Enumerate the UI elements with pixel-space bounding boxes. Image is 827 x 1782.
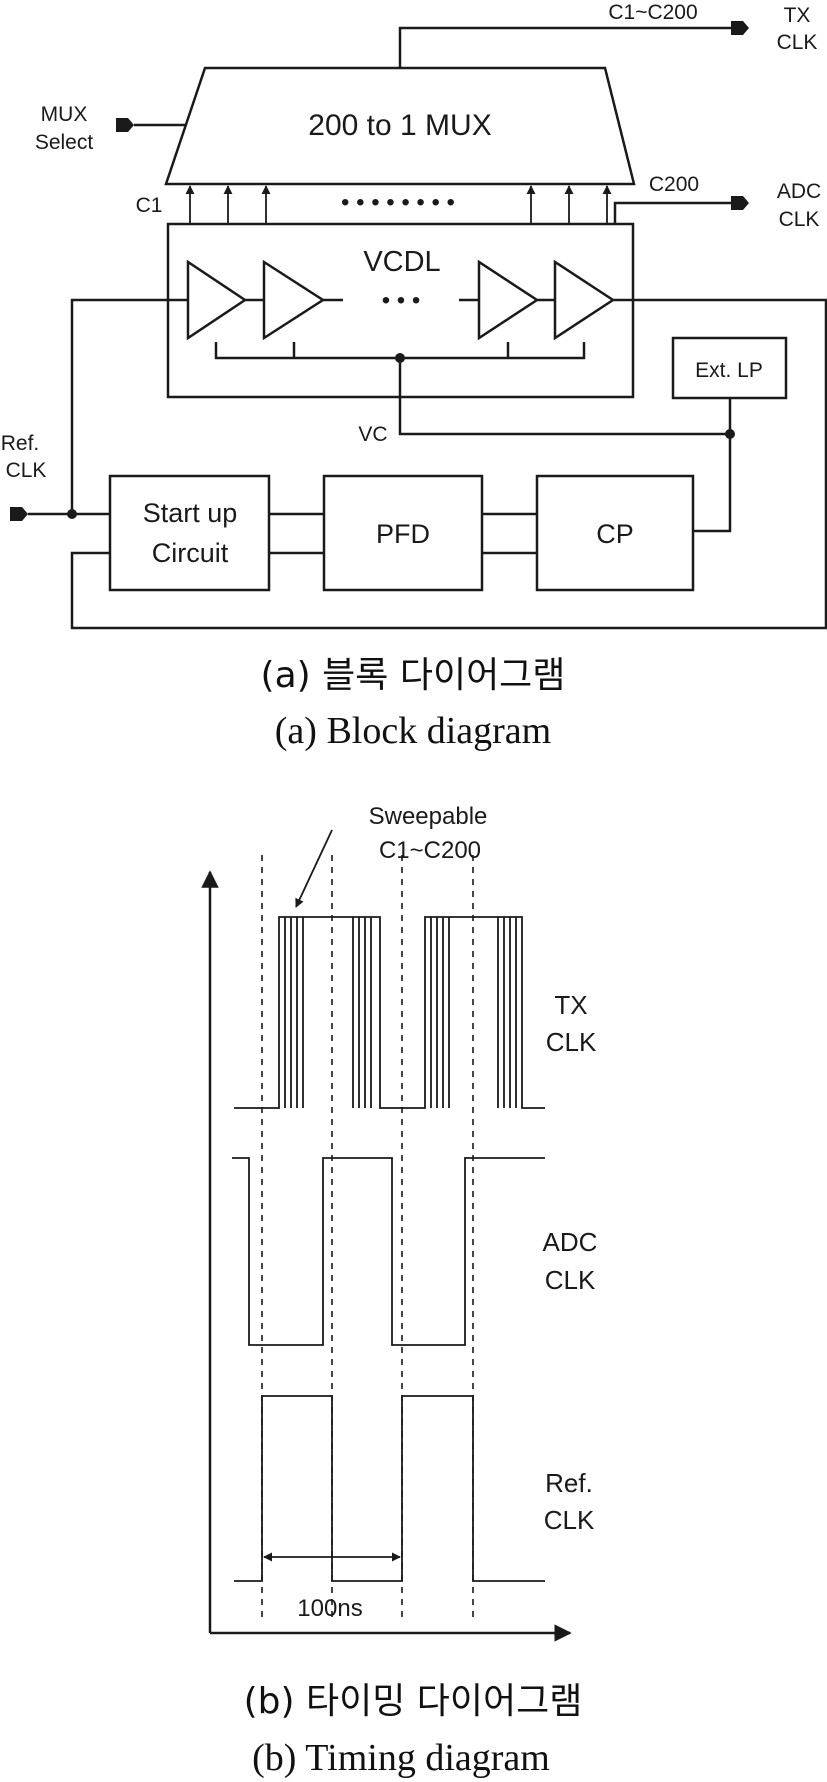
pfd-label: PFD (376, 519, 430, 549)
adc-clk-waveform (232, 1157, 545, 1346)
timing-diagram: Sweepable C1~C200 TX CLK ADC (201, 803, 598, 1779)
tx-clk-label-line1: TX (554, 990, 587, 1020)
startup-block (108, 474, 271, 592)
ref-clk-label-line1: Ref. (545, 1468, 593, 1498)
ref-to-vcdl-wire (70, 298, 188, 514)
cp-to-lp-wire (693, 434, 732, 533)
tx-clk-waveform (234, 916, 545, 1109)
c1-label: C1 (136, 194, 163, 217)
tx-clk-top-label-line1: TX (784, 4, 811, 27)
mux-select-label-line2: Select (35, 131, 94, 154)
vcdl-label: VCDL (363, 246, 440, 278)
timing-caption-korean: (b) 타이밍 다이어그램 (244, 1681, 583, 1722)
sweep-arrow (295, 829, 333, 908)
ref-clk-label-line2: CLK (544, 1505, 595, 1535)
ref-clk-waveform (234, 1395, 545, 1582)
sweep-label-line2: C1~C200 (379, 837, 481, 864)
delay-buffer-199 (477, 259, 540, 341)
cp-block (535, 474, 695, 592)
mux-block (164, 66, 636, 186)
adc-clk-label-line2: CLK (545, 1265, 596, 1295)
sweep-label-line1: Sweepable (369, 803, 488, 830)
mux-label: 200 to 1 MUX (308, 109, 491, 142)
startup-label-line2: Circuit (152, 538, 229, 568)
tap-dots: • • • • • • • • (341, 189, 455, 216)
adc-clk-top-label-line1: ADC (777, 180, 821, 203)
vc-wire (398, 358, 730, 436)
feedback-wire (70, 298, 827, 630)
delay-buffer-2 (262, 259, 326, 341)
ext-lp-label: Ext. LP (695, 359, 763, 382)
adc-clk-top-label-line2: CLK (779, 208, 820, 231)
vc-label: VC (358, 423, 387, 446)
adc-clk-label-line1: ADC (543, 1227, 598, 1257)
adc-clk-port (731, 196, 749, 210)
mux-output-wire (398, 26, 731, 68)
tx-clk-port (731, 21, 749, 35)
cp-label: CP (596, 519, 634, 549)
tx-clk-top-label-line2: CLK (777, 31, 818, 54)
ref-clk-label-line2: CLK (6, 459, 47, 482)
mux-select-port (116, 118, 186, 132)
vcdl-dots: • • • (382, 287, 421, 314)
delay-buffer-200 (553, 259, 616, 341)
c200-label: C200 (649, 173, 699, 196)
ref-clk-port (10, 507, 28, 521)
period-label: 100ns (297, 1595, 362, 1622)
block-diagram: 200 to 1 MUX MUX Select C1~C200 TX CLK •… (1, 1, 827, 752)
tx-clk-label-line2: CLK (546, 1027, 597, 1057)
c200-wire (613, 201, 731, 224)
delay-buffer-1 (186, 259, 248, 341)
mux-select-label-line1: MUX (41, 103, 88, 126)
startup-label-line1: Start up (143, 498, 238, 528)
mux-tap-arrows (185, 185, 612, 224)
ref-clk-label-line1: Ref. (1, 432, 40, 455)
timing-caption-english: (b) Timing diagram (252, 1737, 550, 1779)
block-caption-english: (a) Block diagram (275, 710, 551, 752)
block-caption-korean: (a) 블록 다이어그램 (261, 655, 566, 696)
pfd-block (322, 474, 484, 592)
mux-output-label: C1~C200 (608, 1, 697, 24)
